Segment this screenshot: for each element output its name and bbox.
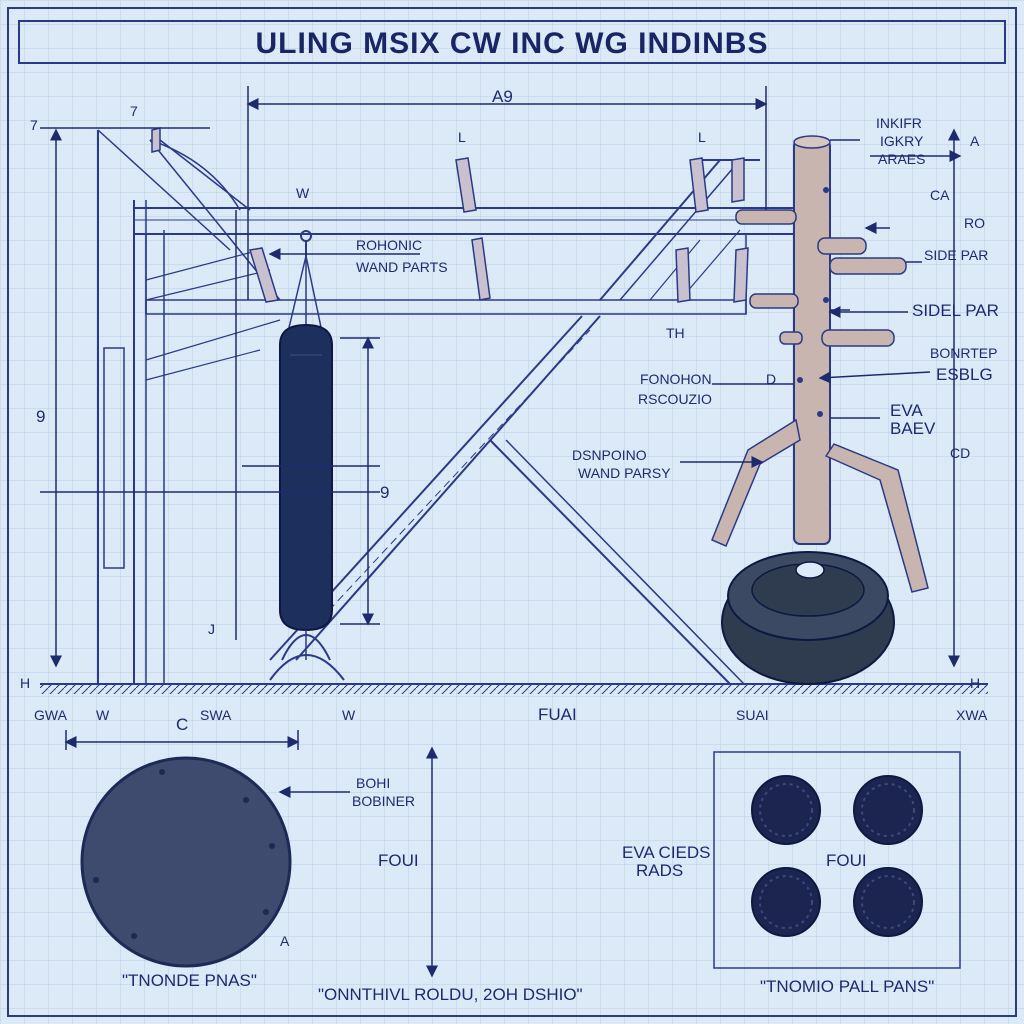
callout-dsnpoind-1: DSNPOINO (572, 447, 647, 463)
callout-boh-1: BOHI (356, 775, 391, 791)
callout-fonohon-1: FONOHON (640, 371, 712, 387)
dim-right-foui: FOUI (826, 851, 867, 870)
dim-tick-a: 7 (30, 117, 38, 133)
ground-label-5: FUAI (538, 705, 577, 724)
caption-left-pad: "TNONDE PNAS" (122, 971, 257, 990)
callout-top-right-3: ARAES (878, 151, 926, 167)
dim-dummy-a: A (970, 133, 980, 149)
dim-height-left: 9 (36, 407, 46, 426)
dim-dummy-d: D (766, 371, 777, 387)
ground-label-3: SWA (200, 707, 232, 723)
ground-label-7: XWA (956, 707, 988, 723)
callout-side-bar: SIDE PAR (924, 247, 989, 263)
dim-center-foui: FOUI (378, 851, 419, 870)
callout-eva-cieds-2: RADS (636, 861, 684, 880)
ground-label-6: SUAI (736, 707, 769, 723)
dim-bracket-l2: L (698, 129, 706, 145)
dimension-lines (40, 86, 960, 978)
callout-dsnpoind-2: WAND PARSY (578, 465, 671, 481)
dim-bottom-c: C (176, 715, 189, 734)
callout-bonrter-1: BONRTEP (930, 345, 998, 361)
dim-th-mark: TH (666, 325, 685, 341)
dim-w-marker: W (296, 185, 310, 201)
dim-mid-j: J (208, 621, 215, 637)
dim-ground-hr: H (970, 675, 981, 691)
callout-rohonic-2: WAND PARTS (356, 259, 448, 275)
dim-bag-height: 9 (380, 483, 390, 502)
dim-bracket-l1: L (458, 129, 466, 145)
callout-side-bar-right: SIDEL PAR (912, 301, 999, 320)
sheet-border (7, 7, 1017, 1017)
ground-label-2: W (96, 707, 110, 723)
eva-pads-detail (713, 751, 961, 969)
diagram-title: ULING MSIX CW INC WG INDINBS (18, 20, 1006, 64)
dim-dummy-cd: CD (950, 445, 971, 461)
callout-leaders (268, 139, 962, 798)
callout-boh-2: BOBINER (352, 793, 416, 809)
callout-top-right-2: IGKRY (880, 133, 924, 149)
wooden-dummy (711, 135, 929, 685)
callout-bonrter-2: ESBLG (936, 365, 993, 384)
dim-ground-h: H (20, 675, 31, 691)
caption-right-pads: "TNOMIO PALL PANS" (760, 977, 935, 996)
caption-center: "ONNTHIVL ROLDU, 2OH DSHIO" (318, 985, 583, 1004)
dim-dummy-ca: CA (930, 187, 950, 203)
dim-pad-a: A (280, 933, 290, 949)
ground-label-1: GWA (34, 707, 67, 723)
callout-fonohon-2: RSCOUZIO (638, 391, 712, 407)
callout-eva-1: EVA (890, 401, 923, 420)
hanging-brackets (151, 127, 749, 303)
diagonal-support (269, 315, 745, 685)
callout-eva-2: BAEV (890, 419, 936, 438)
punching-bag (269, 230, 345, 681)
dim-top-width: A9 (492, 87, 513, 106)
ground-hatch (40, 684, 988, 694)
round-pad-detail (80, 756, 292, 968)
dim-tick-b: 7 (130, 103, 138, 119)
ground-label-4: W (342, 707, 356, 723)
wall-structure (97, 129, 231, 684)
callout-top-right-1: INKIFR (876, 115, 922, 131)
callout-eva-cieds-1: EVA CIEDS (622, 843, 711, 862)
callout-rohonic-1: ROHONIC (356, 237, 423, 253)
dim-dummy-ro: RO (964, 215, 985, 231)
